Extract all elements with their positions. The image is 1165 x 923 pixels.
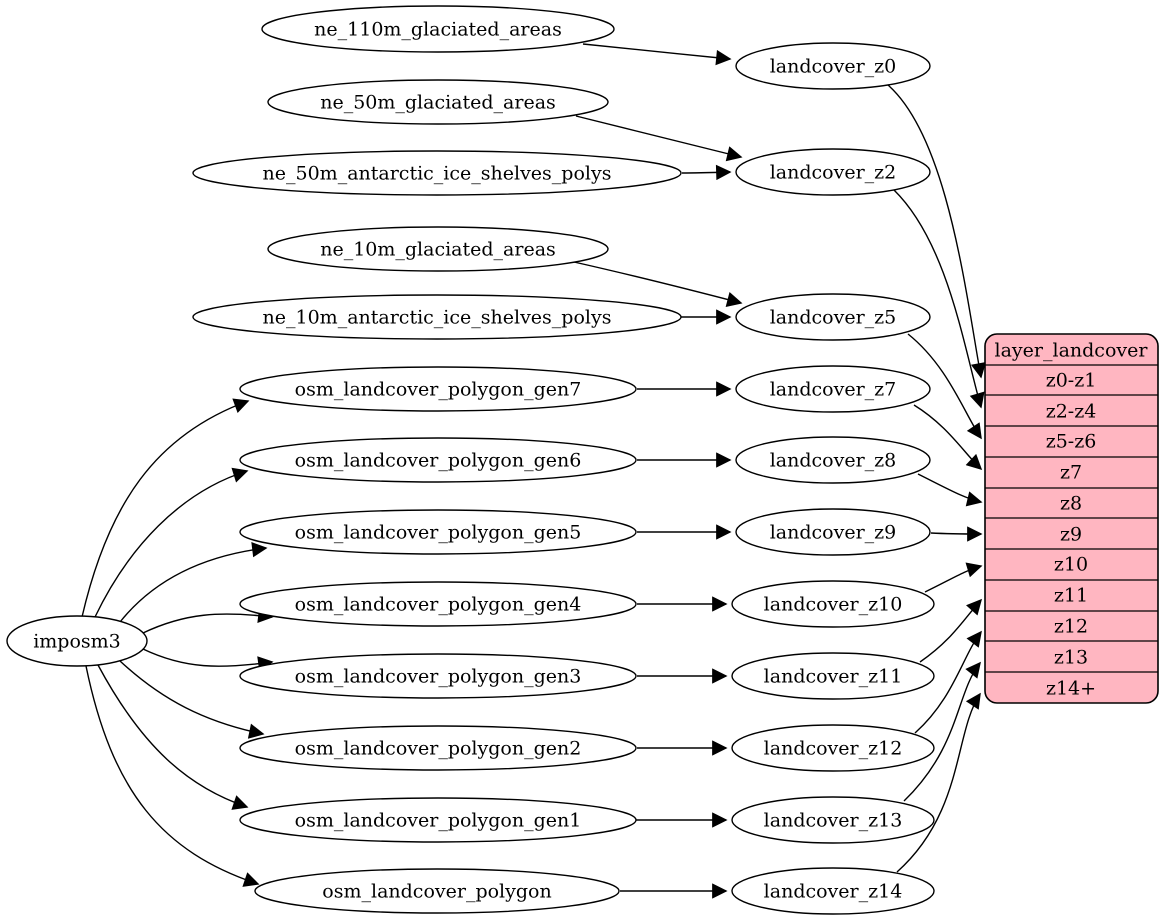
- node-osm-landcover-polygon-gen7: osm_landcover_polygon_gen7: [239, 366, 637, 412]
- row-z5-z6: z5-z6: [1046, 431, 1097, 453]
- node-ne-110m-glaciated-areas: ne_110m_glaciated_areas: [261, 5, 615, 53]
- node-landcover-z0: landcover_z0: [735, 42, 931, 90]
- node-landcover-z13: landcover_z13: [731, 796, 935, 844]
- node-label: osm_landcover_polygon_gen4: [295, 594, 582, 616]
- node-label: osm_landcover_polygon_gen2: [295, 738, 582, 760]
- edge-z11-to-row-z11: [919, 598, 983, 663]
- layer-landcover-title: layer_landcover: [995, 340, 1149, 362]
- node-label: ne_110m_glaciated_areas: [314, 19, 562, 41]
- edge-imposm3-to-gen4: [142, 607, 274, 634]
- node-osm-landcover-polygon: osm_landcover_polygon: [254, 868, 620, 914]
- row-z10: z10: [1054, 554, 1088, 576]
- node-ne-50m-antarctic-ice-shelves-polys: ne_50m_antarctic_ice_shelves_polys: [192, 150, 682, 196]
- node-label: landcover_z7: [770, 379, 897, 401]
- node-imposm3-label: imposm3: [33, 631, 121, 653]
- edge-imposm3-to-gen3: [142, 648, 274, 672]
- edge-z5-to-row-z5-z6: [907, 333, 982, 440]
- edge-imposm3-to-gen7: [81, 398, 250, 618]
- row-z9: z9: [1060, 524, 1082, 546]
- edge-imposm3-to-gen1: [97, 664, 249, 810]
- edge-z9-to-row-z9: [930, 526, 983, 542]
- row-z11: z11: [1054, 585, 1088, 607]
- edge-z12-to-row-z12: [914, 630, 982, 734]
- edge-imposm3-to-gen2: [119, 660, 265, 739]
- edges: [81, 43, 987, 899]
- node-ne-10m-glaciated-areas: ne_10m_glaciated_areas: [267, 226, 609, 272]
- node-label: landcover_z14: [764, 881, 903, 903]
- row-z12: z12: [1054, 616, 1088, 638]
- edge-z8-to-row-z8: [917, 473, 983, 507]
- node-label: landcover_z12: [764, 738, 903, 760]
- node-label: landcover_z5: [770, 307, 897, 329]
- node-label: osm_landcover_polygon_gen5: [295, 522, 582, 544]
- node-label: landcover_z8: [770, 450, 897, 472]
- edge-imposm3-to-gen5: [119, 542, 268, 623]
- node-landcover-z11: landcover_z11: [731, 652, 935, 700]
- edge-ne10m-glac-to-z5: [573, 261, 743, 307]
- node-osm-landcover-polygon-gen4: osm_landcover_polygon_gen4: [239, 581, 637, 627]
- edge-z13-to-row-z13: [903, 661, 981, 802]
- node-label: landcover_z11: [764, 666, 903, 688]
- edge-ne50m-glac-to-z2: [575, 115, 743, 162]
- node-osm-landcover-polygon-gen3: osm_landcover_polygon_gen3: [239, 653, 637, 699]
- node-landcover-z7: landcover_z7: [735, 365, 931, 413]
- edge-z0-to-row-z0-z1: [887, 84, 987, 379]
- node-ne-10m-antarctic-ice-shelves-polys: ne_10m_antarctic_ice_shelves_polys: [192, 294, 682, 340]
- node-landcover-z2: landcover_z2: [735, 148, 931, 196]
- node-layer-landcover: layer_landcover z0-z1 z2-z4 z5-z6 z7 z8 …: [984, 333, 1159, 704]
- node-label: osm_landcover_polygon_gen6: [295, 450, 582, 472]
- node-label: ne_10m_glaciated_areas: [320, 239, 556, 261]
- node-label: landcover_z0: [770, 56, 897, 78]
- node-label: landcover_z10: [764, 594, 903, 616]
- node-landcover-z5: landcover_z5: [735, 293, 931, 341]
- node-label: ne_50m_glaciated_areas: [320, 92, 556, 114]
- node-landcover-z9: landcover_z9: [735, 508, 931, 556]
- node-label: landcover_z2: [770, 162, 897, 184]
- node-imposm3-shape: [6, 615, 148, 667]
- row-z14plus: z14+: [1046, 678, 1096, 700]
- node-label: osm_landcover_polygon_gen7: [295, 379, 582, 401]
- edge-ne110m-to-z0: [582, 43, 732, 66]
- edge-imposm3-to-gen6: [94, 467, 249, 618]
- edge-z14-to-row-z14plus: [896, 692, 981, 873]
- edge-z7-to-row-z7: [913, 404, 983, 471]
- row-z0-z1: z0-z1: [1046, 370, 1097, 392]
- node-landcover-z12: landcover_z12: [731, 724, 935, 772]
- node-osm-landcover-polygon-gen1: osm_landcover_polygon_gen1: [239, 797, 637, 843]
- edge-z10-to-row-z10: [924, 562, 983, 593]
- node-osm-landcover-polygon-gen2: osm_landcover_polygon_gen2: [239, 725, 637, 771]
- node-label: osm_landcover_polygon_gen1: [295, 810, 582, 832]
- node-imposm3: imposm3: [6, 615, 148, 667]
- edge-z2-to-row-z2-z4: [893, 189, 985, 409]
- row-z8: z8: [1060, 493, 1082, 515]
- row-z7: z7: [1060, 462, 1082, 484]
- row-z13: z13: [1054, 647, 1088, 669]
- node-landcover-z10: landcover_z10: [731, 580, 935, 628]
- node-ne-50m-glaciated-areas: ne_50m_glaciated_areas: [267, 79, 609, 125]
- node-label: landcover_z9: [770, 522, 897, 544]
- row-z2-z4: z2-z4: [1046, 401, 1097, 423]
- node-label: ne_50m_antarctic_ice_shelves_polys: [263, 163, 612, 185]
- edge-imposm3-to-polygon: [85, 665, 260, 887]
- node-landcover-z14: landcover_z14: [731, 867, 935, 915]
- node-label: osm_landcover_polygon_gen3: [295, 666, 582, 688]
- node-osm-landcover-polygon-gen5: osm_landcover_polygon_gen5: [239, 509, 637, 555]
- node-osm-landcover-polygon-gen6: osm_landcover_polygon_gen6: [239, 437, 637, 483]
- edge-ne50m-ant-to-z2: [681, 164, 732, 181]
- node-landcover-z8: landcover_z8: [735, 436, 931, 484]
- node-label: landcover_z13: [764, 810, 903, 832]
- node-label: osm_landcover_polygon: [322, 881, 551, 903]
- node-label: ne_10m_antarctic_ice_shelves_polys: [263, 307, 612, 329]
